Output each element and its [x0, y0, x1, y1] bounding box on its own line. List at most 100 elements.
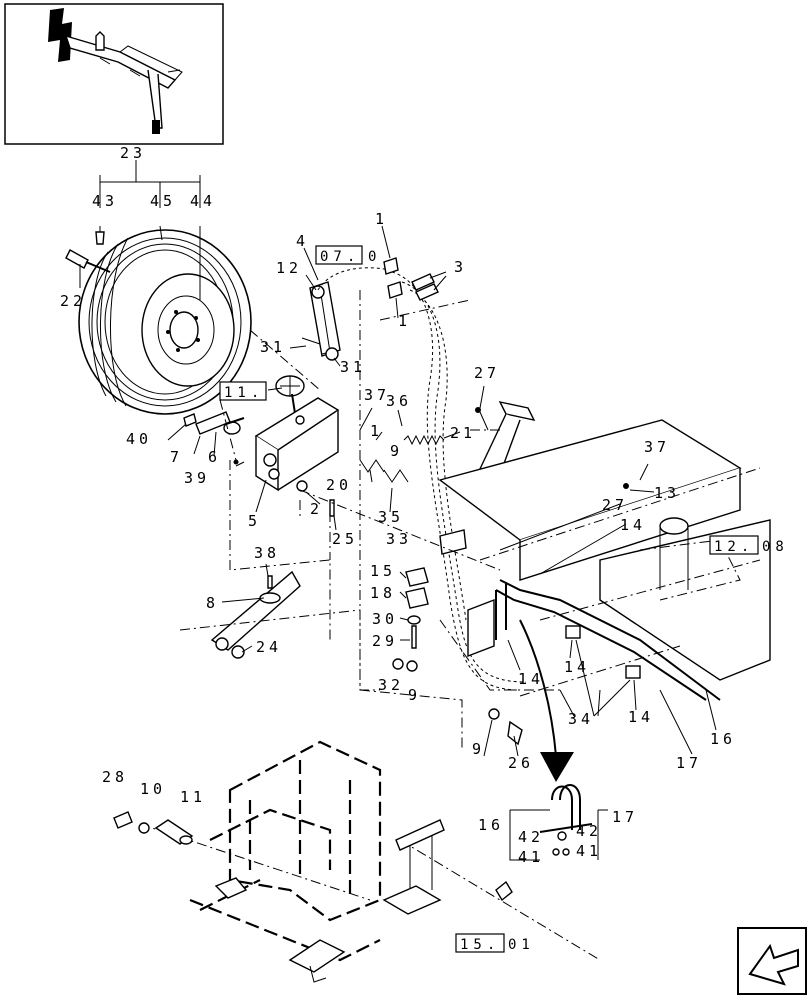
wheel-bolt[interactable]: [65, 249, 111, 273]
callout-14-mid: 14: [564, 658, 590, 676]
hydraulic-hoses: [317, 267, 527, 691]
callout-42-left: 42: [518, 828, 544, 846]
washer-9[interactable]: [406, 660, 418, 672]
hitch-pin-11[interactable]: [154, 819, 194, 845]
callout-3: 3: [454, 258, 467, 276]
callout-12: 12: [276, 259, 302, 277]
callout-42-right: 42: [576, 822, 602, 840]
hitch-bracket[interactable]: [214, 877, 346, 983]
callout-15: 15: [370, 562, 396, 580]
callout-1-hose: 1: [398, 312, 411, 330]
spring-clip-20[interactable]: [359, 459, 385, 473]
callout-40: 40: [126, 430, 152, 448]
leader-lines: [79, 160, 717, 757]
callout-7: 7: [170, 448, 183, 466]
callout-13: 13: [654, 484, 680, 502]
callout-31-left: 31: [260, 338, 286, 356]
valve-bracket[interactable]: [439, 529, 495, 658]
callout-17-detail: 17: [612, 808, 638, 826]
callout-37-upper: 37: [364, 386, 390, 404]
callout-14-valve: 14: [518, 670, 544, 688]
callout-30: 30: [372, 610, 398, 628]
callout-1-spring: 1: [370, 422, 383, 440]
callout-34: 34: [568, 710, 594, 728]
lift-arm[interactable]: [210, 570, 301, 659]
washer-10[interactable]: [138, 822, 150, 834]
callout-41-left: 41: [518, 848, 544, 866]
bolt-38[interactable]: [267, 575, 273, 589]
ref-box-12[interactable]: 12. 08: [709, 535, 789, 555]
callout-18: 18: [370, 584, 396, 602]
machine-overview-thumbnail[interactable]: [4, 3, 224, 145]
callout-9-nut: 9: [408, 686, 421, 704]
callout-9-lower: 9: [472, 740, 485, 758]
ref-15-suffix: 01: [508, 937, 535, 953]
hose-fitting-elbow[interactable]: [383, 257, 403, 299]
valve-stem[interactable]: [95, 231, 105, 245]
line-clamp-b[interactable]: [625, 665, 641, 679]
callout-21: 21: [450, 424, 476, 442]
callout-23: 23: [120, 144, 146, 162]
swing-arm[interactable]: [254, 397, 340, 492]
nut-32[interactable]: [392, 658, 404, 670]
hitch-clip[interactable]: [495, 880, 513, 902]
ref-07-label: 07.: [320, 249, 360, 265]
bolt-40[interactable]: [183, 413, 197, 427]
callout-32: 32: [378, 676, 404, 694]
u-bolt-detail[interactable]: [509, 784, 608, 861]
callout-27-top: 27: [474, 364, 500, 382]
callout-labels: 23 43 45 44 22 4 12 1 1 3 31 31 37 36 1 …: [60, 144, 736, 866]
callout-16-detail: 16: [478, 816, 504, 834]
ref-box-15[interactable]: 15. 01: [455, 933, 535, 953]
bolt-29[interactable]: [411, 625, 417, 649]
callout-14-frame: 14: [620, 516, 646, 534]
callout-35: 35: [378, 508, 404, 526]
main-frame[interactable]: [438, 419, 771, 681]
hose-coupler-pair[interactable]: [411, 273, 439, 301]
callout-22: 22: [60, 292, 86, 310]
callout-44: 44: [190, 192, 216, 210]
stop-block-15[interactable]: [405, 567, 429, 587]
callout-20: 20: [326, 476, 352, 494]
callout-33: 33: [386, 530, 412, 548]
callout-45: 45: [150, 192, 176, 210]
callout-37-frame: 37: [644, 438, 670, 456]
callout-16: 16: [710, 730, 736, 748]
navigation-arrow-icon[interactable]: [737, 927, 807, 995]
hydraulic-lines: [495, 579, 721, 701]
callout-26: 26: [508, 754, 534, 772]
ref-07-suffix: 0: [368, 249, 381, 265]
washer-30[interactable]: [407, 615, 421, 625]
callout-43: 43: [92, 192, 118, 210]
callout-10: 10: [140, 780, 166, 798]
construction-lines: [139, 290, 761, 961]
callout-41-right: 41: [576, 842, 602, 860]
callout-8: 8: [206, 594, 219, 612]
ref-box-07[interactable]: 07. 0: [315, 245, 381, 265]
callout-2: 2: [310, 500, 323, 518]
hitch-assembly-ghost: [189, 740, 382, 962]
jack-stand[interactable]: [382, 819, 445, 915]
callout-17: 17: [676, 754, 702, 772]
stop-block-18[interactable]: [405, 587, 429, 609]
callout-5: 5: [248, 512, 261, 530]
hydraulic-cylinder[interactable]: [301, 281, 341, 361]
callout-6: 6: [208, 448, 221, 466]
callout-38: 38: [254, 544, 280, 562]
line-clamp-a[interactable]: [565, 625, 581, 639]
ref-15-label: 15.: [460, 937, 500, 953]
tension-spring[interactable]: [403, 434, 445, 446]
pivot-pin[interactable]: [195, 411, 245, 435]
callout-27-frame: 27: [602, 496, 628, 514]
callout-31-right: 31: [340, 358, 366, 376]
bolt-28[interactable]: [113, 811, 133, 829]
ref-12-label: 12.: [714, 539, 754, 555]
callout-14-right: 14: [628, 708, 654, 726]
ref-11-label: 11.: [224, 385, 264, 401]
callout-36: 36: [386, 392, 412, 410]
detail-pointer-arrow: [519, 619, 574, 782]
ref-box-11[interactable]: 11.: [219, 381, 267, 401]
spring-clip-35[interactable]: [383, 469, 409, 483]
wheel-tire-assembly[interactable]: [78, 229, 252, 415]
